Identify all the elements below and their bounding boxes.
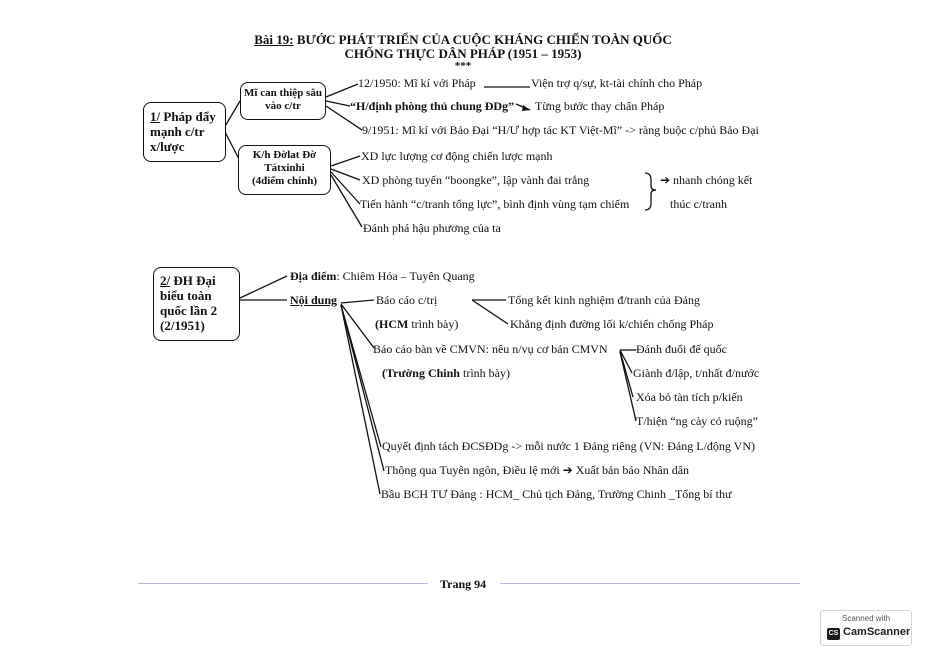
us-item-3: 9/1951: Mĩ kí với Bảo Đại “H/Ư hợp tác K… bbox=[362, 123, 759, 137]
scanned-with-text: Scanned with bbox=[841, 614, 891, 623]
task-2: Giành đ/lập, t/nhất đ/nước bbox=[633, 366, 760, 380]
report-1-detail-2: Khẳng định đường lối k/chiến chống Pháp bbox=[510, 317, 714, 331]
content-label: Nội dung bbox=[290, 293, 338, 307]
title-stars: *** bbox=[454, 60, 472, 72]
us-item-2-detail: Từng bước thay chân Pháp bbox=[535, 99, 665, 113]
us-item-1-detail: Viện trợ q/sự, kt-tài chính cho Pháp bbox=[531, 76, 703, 90]
us-intervention-box: Mĩ can thiệp sâu vào c/tr bbox=[240, 82, 326, 120]
plan-box-line-1: K/h Đờlat Đờ bbox=[252, 149, 317, 161]
section-2-label: ĐH Đại biểu toàn quốc lần 2 (2/1951) bbox=[160, 273, 218, 333]
report-2: Báo cáo bàn về CMVN: nêu n/vụ cơ bản CMV… bbox=[373, 342, 608, 356]
page-title: Bài 19: BƯỚC PHÁT TRIỂN CỦA CUỘC KHÁNG C… bbox=[0, 32, 926, 47]
task-4: T/hiện “ng cày có ruộng” bbox=[636, 414, 758, 428]
plan-item-3: Tiến hành “c/tranh tổng lực”, bình định … bbox=[360, 197, 630, 211]
plan-box-line-3: (4điểm chính) bbox=[251, 175, 318, 187]
page-number: Trang 94 bbox=[440, 577, 487, 591]
section-1-number: 1/ bbox=[150, 109, 161, 124]
plan-item-4: Đánh phá hậu phương của ta bbox=[363, 221, 501, 235]
section-2-number: 2/ bbox=[160, 273, 171, 288]
plan-result-line-1: ➔ nhanh chóng kết bbox=[660, 173, 753, 187]
report-1: Báo cáo c/trị bbox=[376, 293, 438, 307]
navarre-plan-box: K/h Đờlat Đờ Tátxinhi (4điểm chính) bbox=[238, 145, 331, 195]
location-label: Địa điểm bbox=[290, 269, 337, 283]
lesson-number: Bài 19: bbox=[254, 32, 294, 47]
decision-item: Quyết định tách ĐCSĐDg -> mỗi nước 1 Đản… bbox=[382, 439, 756, 453]
report-2-presenter-name: (Trường Chinh bbox=[382, 366, 460, 380]
us-item-2: “H/định phòng thủ chung ĐDg” bbox=[350, 99, 515, 113]
report-1-presenter-rest: trình bày) bbox=[408, 317, 459, 331]
election-item: Bầu BCH TƯ Đảng : HCM_ Chủ tịch Đảng, Tr… bbox=[381, 487, 732, 501]
plan-item-1: XD lực lượng cơ động chiến lược mạnh bbox=[361, 149, 553, 163]
task-1: Đánh đuổi đế quốc bbox=[636, 342, 727, 356]
title-line-2: CHỐNG THỰC DÂN PHÁP (1951 – 1953) bbox=[344, 46, 582, 61]
plan-box-line-2: Tátxinhi bbox=[264, 162, 305, 174]
title-line-1: BƯỚC PHÁT TRIỂN CỦA CUỘC KHÁNG CHIẾN TOÀ… bbox=[293, 32, 672, 47]
task-3: Xóa bỏ tàn tích p/kiến bbox=[636, 390, 743, 404]
plan-item-2: XD phòng tuyến “boongke”, lập vành đai t… bbox=[362, 173, 590, 187]
report-1-presenter: (HCM trình bày) bbox=[375, 317, 458, 331]
manifesto-item: Thông qua Tuyên ngôn, Điều lệ mới ➔ Xuất… bbox=[385, 463, 690, 477]
report-2-presenter-rest: trình bày) bbox=[459, 366, 510, 380]
location-value: : Chiêm Hóa – Tuyên Quang bbox=[336, 269, 475, 283]
plan-result-line-2: thúc c/tranh bbox=[670, 197, 727, 211]
camscanner-logo-icon: CS bbox=[827, 628, 840, 640]
footer-rule-right bbox=[500, 583, 800, 584]
report-1-detail-1: Tổng kết kinh nghiệm đ/tranh của Đảng bbox=[508, 293, 700, 307]
location-line: Địa điểm: Chiêm Hóa – Tuyên Quang bbox=[290, 269, 475, 283]
section-1-box: 1/ Pháp đẩy mạnh c/tr x/lược bbox=[143, 102, 226, 162]
camscanner-watermark: Scanned with CS CamScanner bbox=[820, 610, 912, 646]
report-2-presenter: (Trường Chinh trình bày) bbox=[382, 366, 510, 380]
report-1-presenter-name: (HCM bbox=[375, 317, 409, 331]
footer-rule-left bbox=[138, 583, 428, 584]
section-2-box: 2/ ĐH Đại biểu toàn quốc lần 2 (2/1951) bbox=[153, 267, 240, 341]
camscanner-brand: CamScanner bbox=[843, 626, 911, 638]
us-item-1: 12/1950: Mĩ kí với Pháp bbox=[358, 76, 476, 90]
section-1-label: Pháp đẩy mạnh c/tr x/lược bbox=[150, 109, 216, 154]
